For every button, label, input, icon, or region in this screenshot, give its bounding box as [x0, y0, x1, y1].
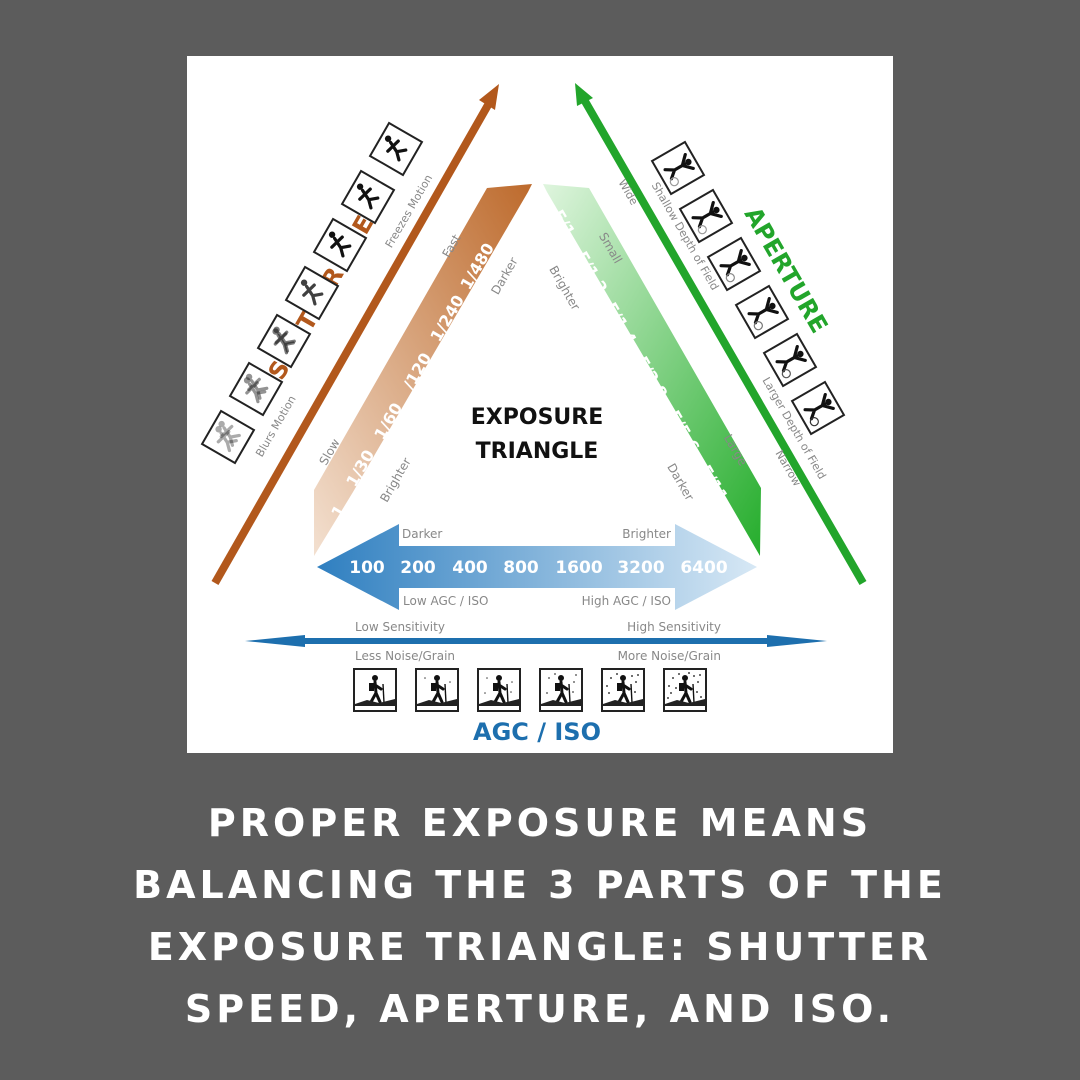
iso-darker-label: Darker: [402, 527, 442, 541]
agc-iso-heading: AGC / ISO: [473, 718, 601, 746]
iso-inner-arrow: [317, 524, 757, 610]
caption-line-2: BALANCING THE 3 PARTS OF THE: [133, 863, 947, 907]
shutter-inner-arrow: [314, 184, 532, 556]
iso-value: 800: [503, 558, 539, 578]
aperture-brighter-label: Brighter: [546, 263, 583, 312]
exposure-triangle-title-line2: TRIANGLE: [476, 439, 599, 464]
exposure-triangle-title-line1: EXPOSURE: [471, 405, 604, 430]
iso-value: 100: [349, 558, 385, 578]
iso-values: 100 200 400 800 1600 3200 6400: [349, 558, 728, 578]
iso-value: 200: [400, 558, 436, 578]
iso-outer-arrow: [245, 635, 827, 647]
low-agc-label: Low AGC / ISO: [403, 594, 488, 608]
shutter-brighter-label: Brighter: [377, 455, 414, 504]
shutter-outer-arrow: [211, 84, 499, 585]
aperture-depth-boxes: [650, 140, 846, 436]
high-sensitivity-label: High Sensitivity: [627, 620, 721, 634]
iso-value: 6400: [680, 558, 727, 578]
aperture-outer-arrow: [575, 83, 867, 585]
low-sensitivity-label: Low Sensitivity: [355, 620, 445, 634]
iso-value: 1600: [555, 558, 602, 578]
aperture-darker-label: Darker: [664, 461, 696, 503]
iso-value: 3200: [617, 558, 664, 578]
more-noise-label: More Noise/Grain: [618, 649, 721, 663]
shutter-darker-label: Darker: [488, 255, 520, 297]
shutter-values: 1 1/30 1/60 /120 1/240 1/480: [327, 240, 498, 521]
iso-value: 400: [452, 558, 488, 578]
aperture-inner-arrow: [543, 184, 761, 556]
caption: PROPER EXPOSURE MEANS BALANCING THE 3 PA…: [40, 792, 1040, 1040]
iso-noise-boxes: [353, 668, 707, 712]
exposure-triangle-diagram: SHUTTER SPEED: [200, 83, 867, 746]
caption-line-3: EXPOSURE TRIANGLE: SHUTTER: [147, 925, 933, 969]
shutter-motion-boxes: [200, 121, 424, 465]
less-noise-label: Less Noise/Grain: [355, 649, 455, 663]
iso-brighter-label: Brighter: [622, 527, 671, 541]
high-agc-label: High AGC / ISO: [582, 594, 671, 608]
exposure-triangle-card: SHUTTER SPEED: [187, 56, 893, 753]
caption-line-4: SPEED, APERTURE, AND ISO.: [184, 987, 896, 1031]
caption-line-1: PROPER EXPOSURE MEANS: [207, 801, 873, 845]
